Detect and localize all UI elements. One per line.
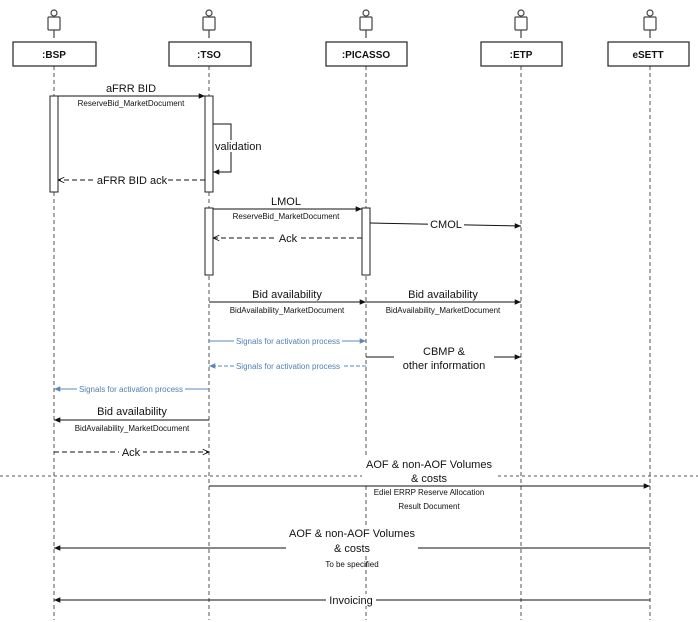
message-label-line1: CBMP &	[423, 346, 466, 358]
activation-bars	[49, 95, 371, 276]
message-label: aFRR BID ack	[97, 175, 168, 187]
person-icon	[359, 9, 373, 38]
message-aof-tso-esett: AOF & non-AOF Volumes & costs Ediel ERRP…	[209, 458, 650, 511]
message-label: Ack	[279, 233, 298, 245]
participant-box-picasso: :PICASSO	[325, 41, 408, 67]
message-label: LMOL	[271, 196, 301, 208]
activation-bar-bsp	[49, 95, 59, 193]
participant-label: :PICASSO	[342, 50, 391, 61]
message-sublabel: BidAvailability_MarketDocument	[75, 424, 190, 433]
message-label: validation	[215, 141, 261, 153]
message-sublabel: To be specified	[325, 560, 378, 569]
message-label: Ack	[122, 447, 141, 459]
message-label-line1: AOF & non-AOF Volumes	[289, 528, 415, 540]
participant-label: :TSO	[197, 50, 221, 61]
message-lmol: LMOL ReserveBid_MarketDocument	[213, 195, 362, 221]
message-label: Signals for activation process	[236, 362, 340, 371]
message-label: Signals for activation process	[79, 385, 183, 394]
participant-box-etp: :ETP	[480, 41, 563, 67]
message-label: Invoicing	[329, 595, 372, 607]
message-label-line1: AOF & non-AOF Volumes	[366, 459, 492, 471]
message-label-line2: & costs	[334, 543, 371, 555]
message-sublabel: ReserveBid_MarketDocument	[78, 99, 185, 108]
person-icon	[47, 9, 61, 38]
actor-icons	[47, 9, 657, 38]
activation-bar-tso-lmol	[204, 207, 214, 276]
participant-box-bsp: :BSP	[12, 41, 97, 67]
message-signals-tso-bsp: Signals for activation process	[54, 384, 209, 394]
message-label: Signals for activation process	[236, 337, 340, 346]
message-validation: validation	[213, 123, 266, 175]
message-label-line2: & costs	[411, 473, 448, 485]
message-label-line2: other information	[403, 360, 486, 372]
person-icon	[643, 9, 657, 38]
person-icon	[202, 9, 216, 38]
message-afrr-bid: aFRR BID ReserveBid_MarketDocument	[58, 82, 205, 108]
participant-box-tso: :TSO	[168, 41, 252, 67]
message-sublabel-line1: Ediel ERRP Reserve Allocation	[374, 488, 485, 497]
message-sublabel: BidAvailability_MarketDocument	[230, 306, 345, 315]
message-cmol: CMOL	[369, 218, 522, 231]
message-cbmp: CBMP & other information	[366, 345, 521, 372]
message-label: Bid availability	[252, 289, 322, 301]
participant-box-esett: eSETT	[607, 41, 690, 67]
message-ack-bsp: Ack	[54, 446, 209, 459]
message-ack-picasso: Ack	[213, 232, 362, 245]
message-bid-availability-tso-picasso: Bid availability BidAvailability_MarketD…	[209, 288, 366, 315]
activation-bar-tso	[204, 95, 214, 193]
message-aof-esett-bsp: AOF & non-AOF Volumes & costs To be spec…	[54, 526, 650, 569]
message-bid-availability-picasso-etp: Bid availability BidAvailability_MarketD…	[366, 288, 521, 315]
message-sublabel-line2: Result Document	[398, 502, 460, 511]
activation-bar-picasso	[361, 207, 371, 276]
message-label: Bid availability	[408, 289, 478, 301]
message-label: Bid availability	[97, 406, 167, 418]
participant-label: :ETP	[510, 50, 533, 61]
participant-label: eSETT	[632, 50, 663, 61]
message-sublabel: BidAvailability_MarketDocument	[386, 306, 501, 315]
message-signals-tso-picasso: Signals for activation process	[209, 336, 366, 346]
message-label: aFRR BID	[106, 83, 156, 95]
participant-label: :BSP	[42, 50, 66, 61]
person-icon	[514, 9, 528, 38]
message-invoicing: Invoicing	[54, 594, 650, 607]
message-label: CMOL	[430, 219, 462, 231]
message-afrr-bid-ack: aFRR BID ack	[58, 174, 205, 187]
message-bid-availability-tso-bsp: Bid availability BidAvailability_MarketD…	[54, 405, 209, 433]
message-signals-picasso-tso: Signals for activation process	[209, 361, 366, 371]
message-sublabel: ReserveBid_MarketDocument	[233, 212, 340, 221]
